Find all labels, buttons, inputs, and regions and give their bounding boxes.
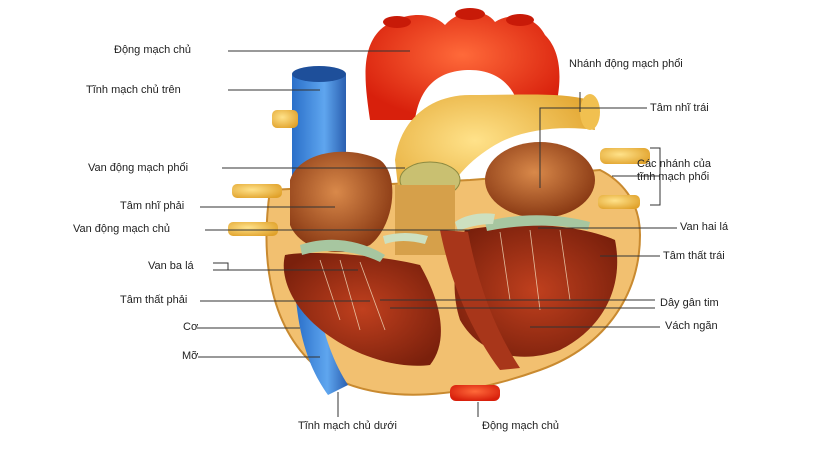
label-pulmonary-artery-branch: Nhánh động mạch phổi [569,58,683,70]
label-muscle: Cơ [183,321,199,333]
label-inferior-vena-cava: Tĩnh mạch chủ dưới [298,420,397,432]
right-ventricle-muscle [283,253,441,366]
inferior-vena-cava-shape [296,300,348,395]
label-superior-vena-cava: Tĩnh mạch chủ trên [86,84,181,96]
label-right-ventricle: Tâm thất phải [120,294,188,306]
label-mitral-valve: Van hai lá [680,221,729,233]
label-aortic-valve: Van động mạch chủ [73,223,171,235]
label-chordae-tendineae: Dây gân tim [660,297,719,309]
label-septum: Vách ngăn [665,320,718,332]
label-right-atrium: Tâm nhĩ phải [120,200,185,212]
label-fat: Mỡ [182,350,199,362]
label-pulmonary-veins-line1: Các nhánh của [637,158,711,170]
aorta-arch-shape [365,11,560,120]
label-aorta-top: Động mạch chủ [114,44,192,56]
label-pulmonary-veins-line2: tĩnh mạch phổi [637,171,710,183]
label-pulmonary-valve: Van động mạch phổi [88,162,189,174]
descending-aorta-shape [450,385,500,401]
label-aorta-bottom: Động mạch chủ [482,420,560,432]
right-atrium-shape [290,151,393,253]
label-tricuspid-valve: Van ba lá [148,260,194,272]
label-left-ventricle: Tâm thất trái [663,250,725,262]
label-left-atrium: Tâm nhĩ trái [650,102,709,114]
